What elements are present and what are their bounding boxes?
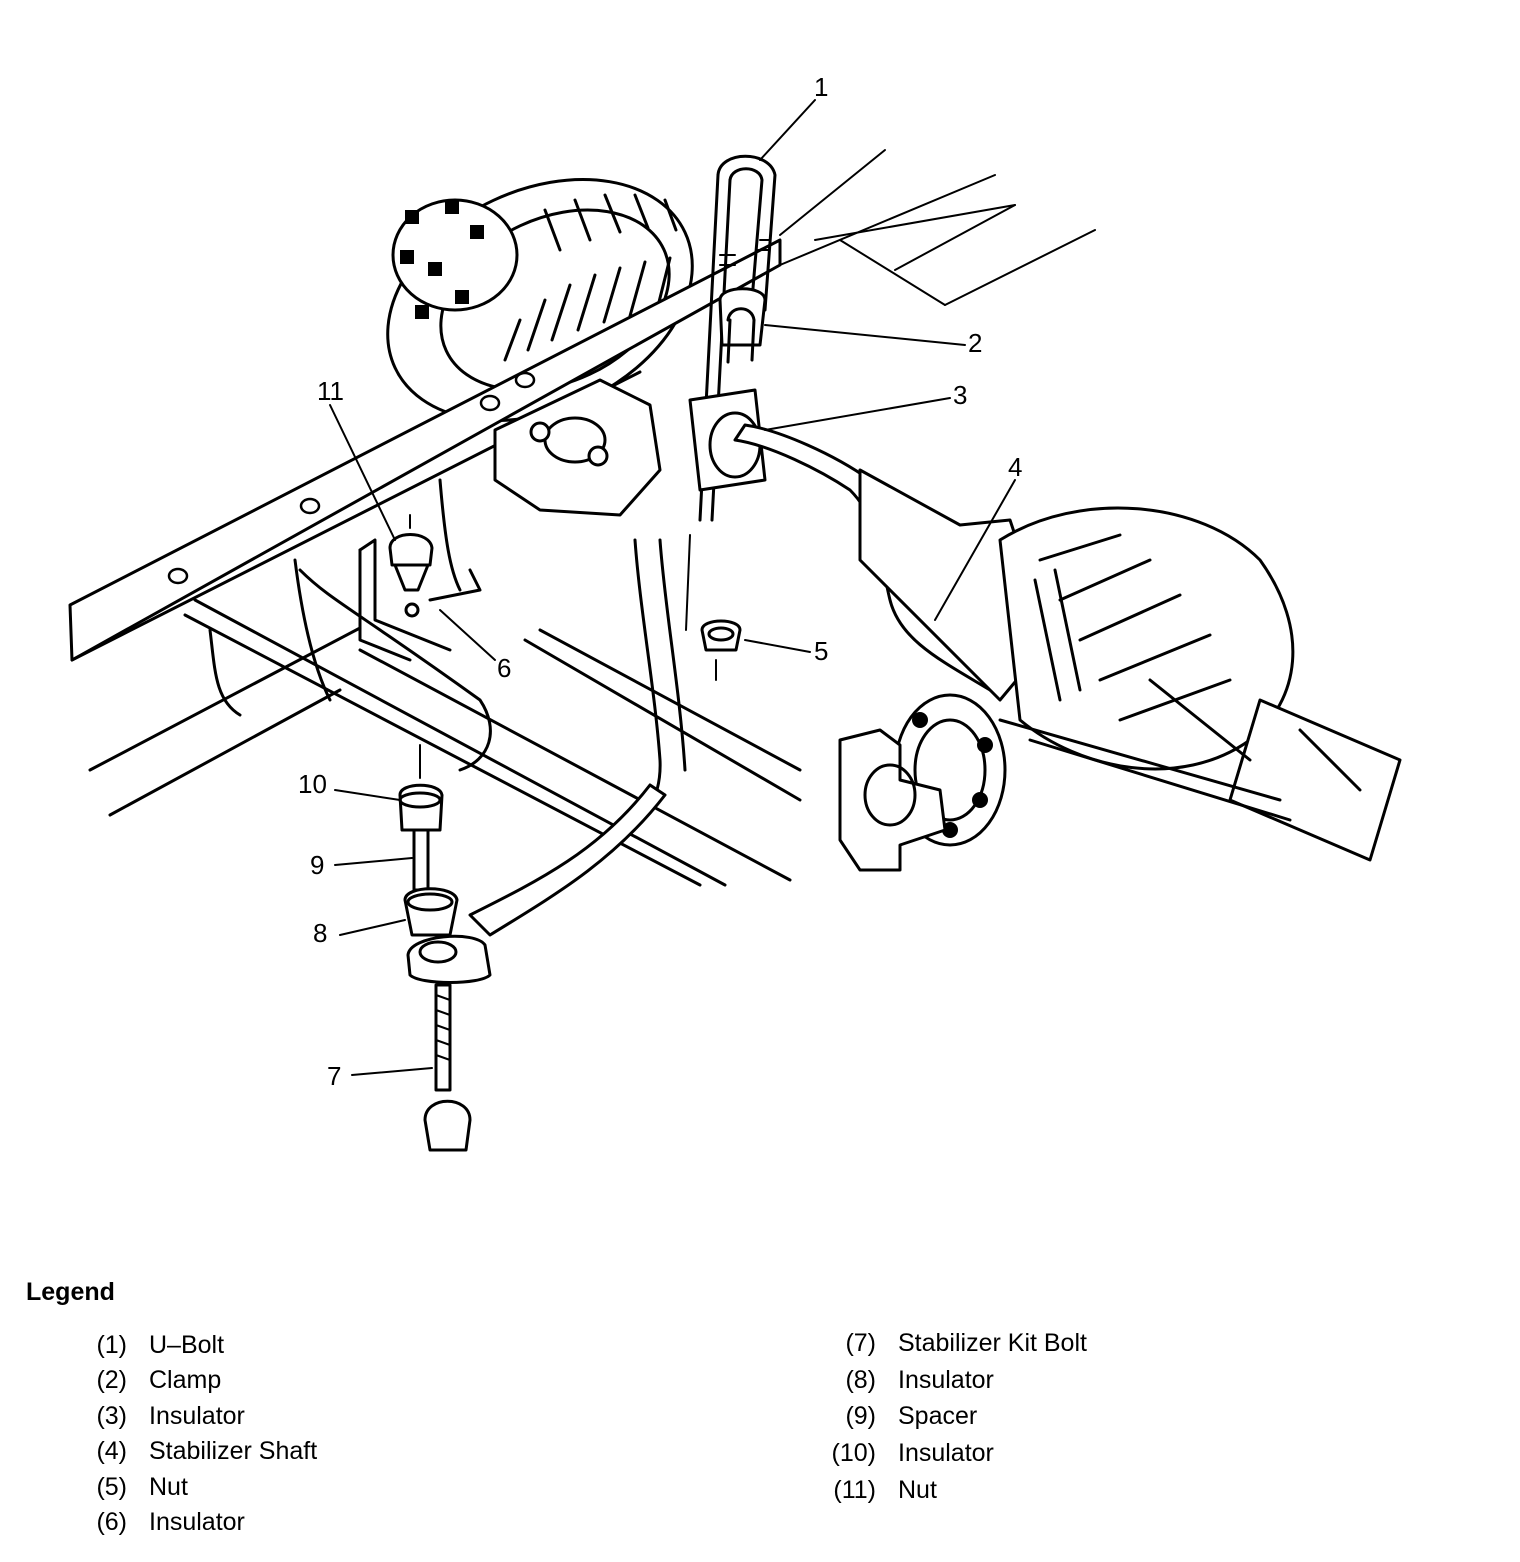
legend-item-label: Nut — [898, 1476, 937, 1504]
insulator-10 — [398, 744, 444, 832]
legend-item-number: (3) — [96, 1402, 127, 1430]
link-end — [406, 934, 492, 984]
callout-7: 7 — [327, 1061, 341, 1091]
legend-item-number: (5) — [96, 1473, 127, 1501]
legend-item-label: Stabilizer Shaft — [149, 1437, 318, 1465]
legend-item-number: (9) — [845, 1402, 876, 1430]
legend-item: (6) Insulator — [96, 1508, 245, 1537]
callout-9: 9 — [310, 850, 324, 880]
legend-item-label: U–Bolt — [149, 1331, 225, 1359]
legend-item-label: Nut — [149, 1473, 188, 1501]
insulator-3 — [688, 388, 767, 492]
pinion-yoke — [838, 728, 947, 872]
callout-11: 11 — [317, 376, 344, 406]
nut-5 — [700, 619, 742, 681]
legend-item-number: (8) — [845, 1366, 876, 1394]
stabilizer-shaft-exploded-view: 1 2 3 4 5 6 7 8 9 10 11 — [68, 72, 1402, 1152]
legend-item: (10) Insulator — [832, 1439, 994, 1468]
legend-item-label: Insulator — [149, 1508, 245, 1536]
legend-item: (2) Clamp — [96, 1366, 222, 1395]
legend-item: (7) Stabilizer Kit Bolt — [845, 1329, 1087, 1358]
callout-10: 10 — [298, 769, 327, 799]
legend-item-label: Insulator — [898, 1439, 994, 1467]
spacer-9 — [412, 828, 430, 892]
callout-4: 4 — [1008, 452, 1022, 482]
frame-rail-lower — [88, 558, 802, 887]
legend-item-label: Insulator — [898, 1366, 994, 1394]
callout-numbers: 1 2 3 4 5 6 7 8 9 10 11 — [298, 72, 1022, 1091]
callout-1: 1 — [814, 72, 828, 102]
insulator-8 — [403, 887, 459, 937]
legend-item-number: (6) — [96, 1508, 127, 1536]
frame-rail-upper — [779, 149, 1096, 306]
legend-item-number: (4) — [96, 1437, 127, 1465]
leader-lines — [329, 99, 1016, 1076]
legend-item: (8) Insulator — [845, 1366, 994, 1395]
legend-item-number: (10) — [831, 1439, 876, 1467]
mounting-bracket — [358, 478, 482, 662]
legend-item-label: Clamp — [149, 1366, 222, 1394]
legend-item: (5) Nut — [96, 1473, 188, 1502]
legend-item-number: (11) — [833, 1476, 876, 1504]
axle-differential — [858, 468, 1402, 862]
clamp-2 — [718, 287, 767, 364]
drum-fins — [503, 193, 678, 362]
legend-item-number: (1) — [96, 1331, 127, 1359]
stabilizer-kit-bolt-7 — [423, 983, 472, 1152]
nut-11 — [388, 514, 434, 618]
spring-hanger — [493, 378, 662, 517]
brake-drum — [386, 178, 694, 422]
callout-3: 3 — [953, 380, 967, 410]
legend-item-number: (7) — [845, 1329, 876, 1357]
callout-2: 2 — [968, 328, 982, 358]
legend-item-label: Insulator — [149, 1402, 245, 1430]
callout-8: 8 — [313, 918, 327, 948]
legend-item-label: Spacer — [898, 1402, 978, 1430]
legend-item: (1) U–Bolt — [96, 1331, 225, 1360]
legend-title: Legend — [26, 1278, 115, 1306]
legend-item-number: (2) — [96, 1366, 127, 1394]
legend-item-label: Stabilizer Kit Bolt — [898, 1329, 1087, 1357]
legend-item: (3) Insulator — [96, 1402, 245, 1431]
wheel-studs — [400, 200, 484, 319]
legend-item: (11) Nut — [833, 1476, 937, 1505]
callout-6: 6 — [497, 653, 511, 683]
legend-item: (9) Spacer — [845, 1402, 978, 1431]
callout-5: 5 — [814, 636, 828, 666]
legend-item: (4) Stabilizer Shaft — [96, 1437, 318, 1466]
